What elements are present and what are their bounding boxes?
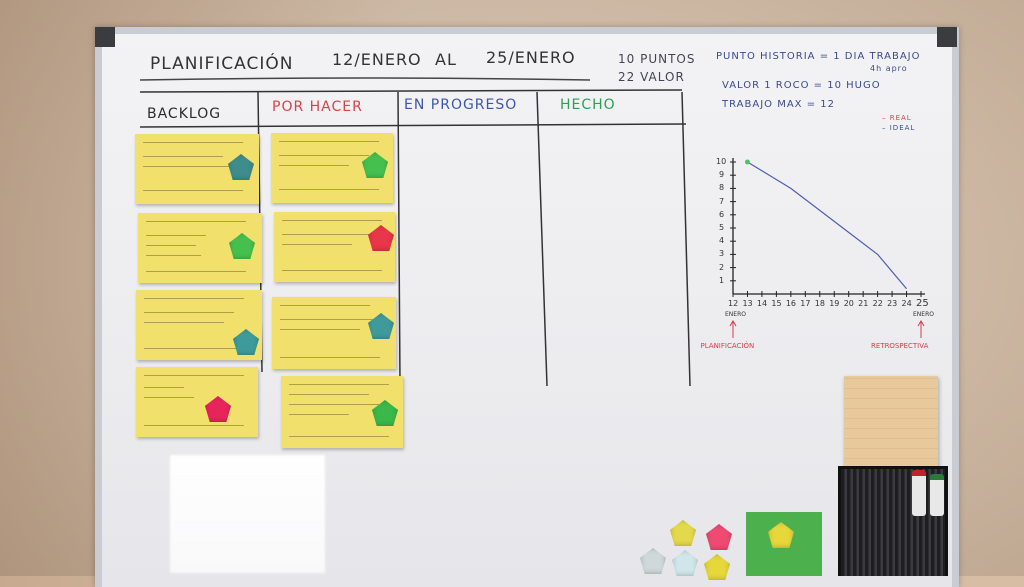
board-corner-top-right xyxy=(937,27,957,47)
cork-note-card xyxy=(844,376,938,468)
light-reflection xyxy=(170,455,325,573)
x-tick-label: 14 xyxy=(756,299,768,308)
x-tick-label: 16 xyxy=(785,299,797,308)
x-tick-label: 19 xyxy=(829,299,840,308)
y-tick-label: 1 xyxy=(719,275,725,285)
backlog-card-4[interactable] xyxy=(136,367,258,437)
date-from: 12/ENERO xyxy=(332,50,422,69)
points-note: 10 PUNTOS xyxy=(618,52,696,66)
column-header-en-progreso: EN PROGRESO xyxy=(404,97,518,113)
y-tick-label: 2 xyxy=(719,262,725,272)
x-tick-label: 20 xyxy=(843,299,854,308)
x-tick-label: 25 xyxy=(916,298,929,309)
y-tick-label: 5 xyxy=(719,223,725,232)
x-sub-label: ENERO xyxy=(913,311,934,318)
annotation-arrowhead xyxy=(917,320,925,327)
marker-holder xyxy=(838,466,948,576)
column-header-backlog: BACKLOG xyxy=(147,106,222,122)
x-tick-label: 15 xyxy=(771,299,782,308)
y-tick-label: 4 xyxy=(719,236,725,246)
red-marker[interactable] xyxy=(912,470,926,516)
annotation-label: RETROSPECTIVA xyxy=(871,342,929,350)
x-tick-label: 22 xyxy=(872,299,883,308)
board-title: PLANIFICACIÓN xyxy=(150,54,294,74)
x-tick-label: 13 xyxy=(742,299,753,308)
x-tick-label: 23 xyxy=(887,299,898,308)
y-tick-label: 9 xyxy=(719,170,725,180)
y-tick-label: 6 xyxy=(719,209,725,219)
y-tick-label: 10 xyxy=(716,157,727,166)
x-tick-label: 18 xyxy=(814,299,825,308)
note-line-3: VALOR 1 ROCO = 10 HUGO xyxy=(722,80,881,91)
burndown-series-line xyxy=(747,161,907,290)
y-tick-label: 3 xyxy=(719,249,725,259)
y-tick-label: 8 xyxy=(719,183,725,193)
y-tick-label: 7 xyxy=(719,196,725,206)
note-line-4: TRABAJO MAX = 12 xyxy=(722,99,835,110)
column-header-por-hacer: POR HACER xyxy=(272,99,363,115)
legend-ideal: – IDEAL xyxy=(882,124,916,132)
board-corner-top-left xyxy=(95,27,115,47)
value-note: 22 VALOR xyxy=(618,70,685,84)
x-tick-label: 21 xyxy=(858,299,869,308)
note-line-1: PUNTO HISTORIA = 1 DIA TRABAJO xyxy=(716,51,921,62)
x-sub-label: ENERO xyxy=(725,311,746,318)
x-tick-label: 24 xyxy=(901,299,912,308)
annotation-label: PLANIFICACIÓN xyxy=(700,342,755,350)
date-to: 25/ENERO xyxy=(486,48,576,67)
column-header-hecho: HECHO xyxy=(560,97,616,113)
date-connector: AL xyxy=(435,50,457,69)
x-tick-label: 17 xyxy=(800,299,811,308)
note-line-2: 4h apro xyxy=(870,64,908,73)
start-point xyxy=(744,159,750,165)
green-marker[interactable] xyxy=(930,474,944,516)
legend-real: – REAL xyxy=(882,114,912,122)
x-tick-label: 12 xyxy=(728,299,739,308)
annotation-arrowhead xyxy=(729,320,737,327)
